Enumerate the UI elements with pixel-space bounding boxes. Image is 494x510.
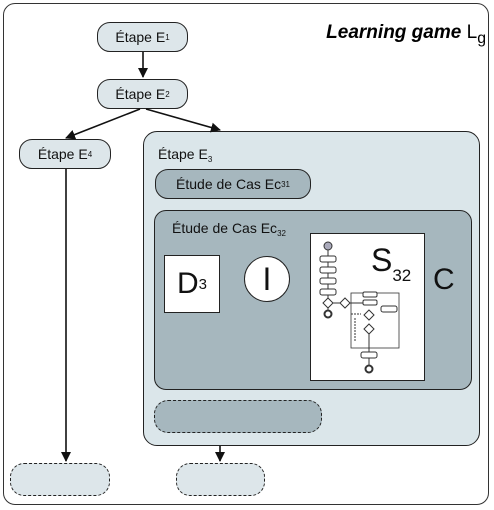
component-i: I	[244, 256, 290, 302]
title-subscript: g	[477, 29, 486, 47]
scenario-s32-box	[310, 233, 425, 381]
arrow-e2-e4	[65, 108, 141, 140]
scenario-flow-thumbnail	[319, 241, 400, 374]
case-study-ec32-label: Étude de Cas Ec32	[172, 220, 286, 238]
component-c: C	[433, 263, 455, 296]
placeholder-case-study	[154, 400, 322, 433]
title-symbol: L	[466, 22, 478, 43]
title-emphasis: Learning game	[326, 22, 462, 43]
step-e3-label: Étape E3	[158, 146, 213, 164]
arrow-e2-e3	[145, 108, 221, 133]
diagram-title: Learning game Lg	[326, 22, 486, 48]
placeholder-after-e4	[10, 463, 110, 496]
component-s32: S32	[371, 242, 412, 285]
placeholder-after-e3	[176, 463, 265, 496]
